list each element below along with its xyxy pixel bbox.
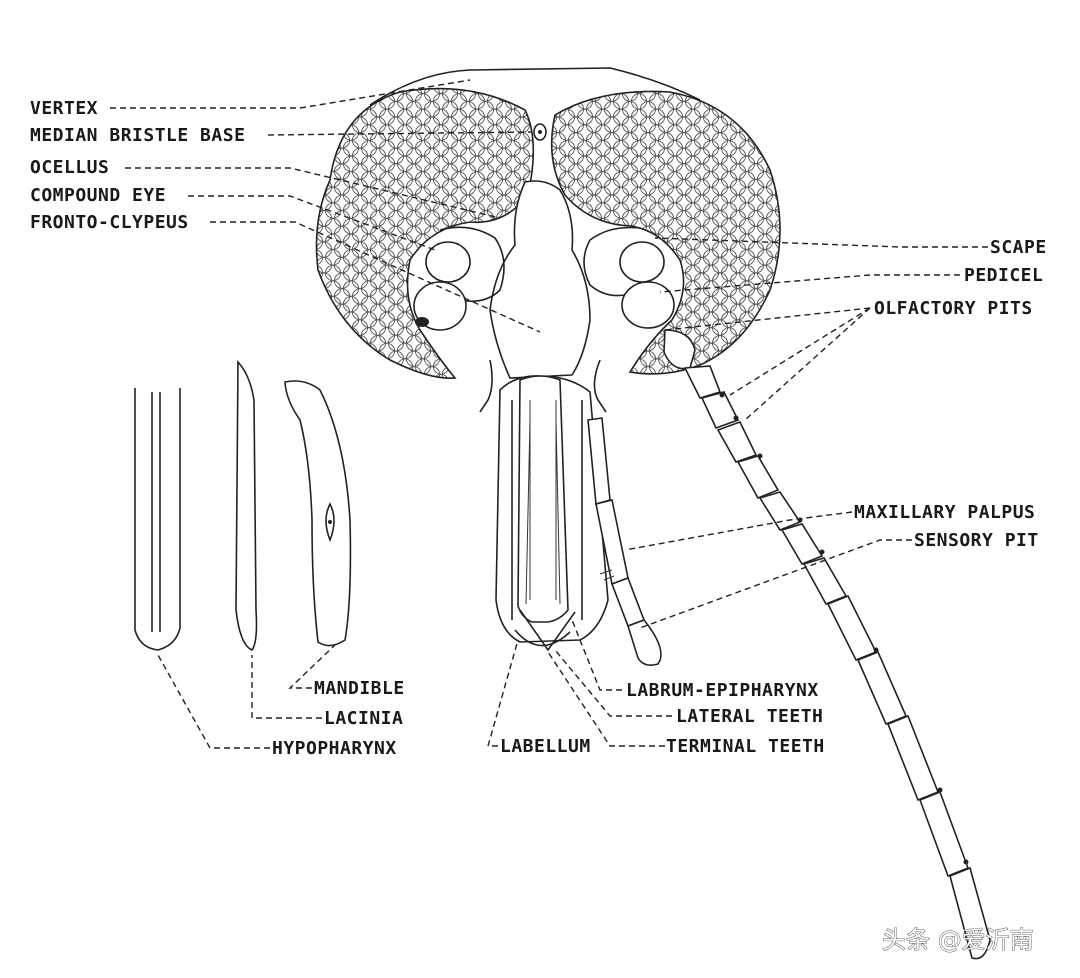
label-lateral-teeth: LATERAL TEETH bbox=[676, 706, 823, 727]
proboscis bbox=[479, 359, 609, 652]
label-maxillary-palpus: MAXILLARY PALPUS bbox=[854, 502, 1035, 523]
right-compound-eye bbox=[550, 90, 781, 375]
right-antenna-flagellum bbox=[663, 329, 991, 960]
leader-lines bbox=[110, 79, 988, 749]
left-compound-eye bbox=[315, 87, 535, 379]
hypopharynx-drawing bbox=[134, 388, 181, 651]
label-lacinia: LACINIA bbox=[324, 708, 403, 729]
maxillary-palpus bbox=[587, 417, 662, 666]
left-pedicel bbox=[413, 281, 467, 331]
label-median-bristle-base: MEDIAN BRISTLE BASE bbox=[30, 125, 245, 146]
label-fronto-clypeus: FRONTO-CLYPEUS bbox=[30, 212, 189, 233]
head-capsule-outline bbox=[369, 67, 701, 106]
fronto-clypeus bbox=[489, 180, 591, 379]
label-pedicel: PEDICEL bbox=[964, 265, 1043, 286]
right-antennal-socket bbox=[583, 226, 641, 297]
lacinia-drawing bbox=[235, 359, 258, 651]
right-pedicel bbox=[621, 281, 675, 329]
label-labrum-epipharynx: LABRUM-EPIPHARYNX bbox=[626, 680, 819, 701]
mandible-drawing bbox=[284, 380, 352, 647]
left-scape bbox=[425, 241, 471, 283]
watermark-text: 头条 @爱沂南 bbox=[882, 926, 1034, 954]
left-antennal-socket bbox=[439, 226, 505, 303]
label-labellum: LABELLUM bbox=[500, 736, 591, 757]
label-sensory-pit: SENSORY PIT bbox=[914, 530, 1039, 551]
label-olfactory-pits: OLFACTORY PITS bbox=[874, 298, 1033, 319]
label-vertex: VERTEX bbox=[30, 98, 98, 119]
label-hypopharynx: HYPOPHARYNX bbox=[272, 738, 397, 759]
label-ocellus: OCELLUS bbox=[30, 157, 109, 178]
label-scape: SCAPE bbox=[990, 237, 1047, 258]
label-mandible: MANDIBLE bbox=[314, 678, 405, 699]
label-terminal-teeth: TERMINAL TEETH bbox=[666, 736, 825, 757]
right-scape bbox=[619, 241, 665, 283]
label-compound-eye: COMPOUND EYE bbox=[30, 185, 166, 206]
